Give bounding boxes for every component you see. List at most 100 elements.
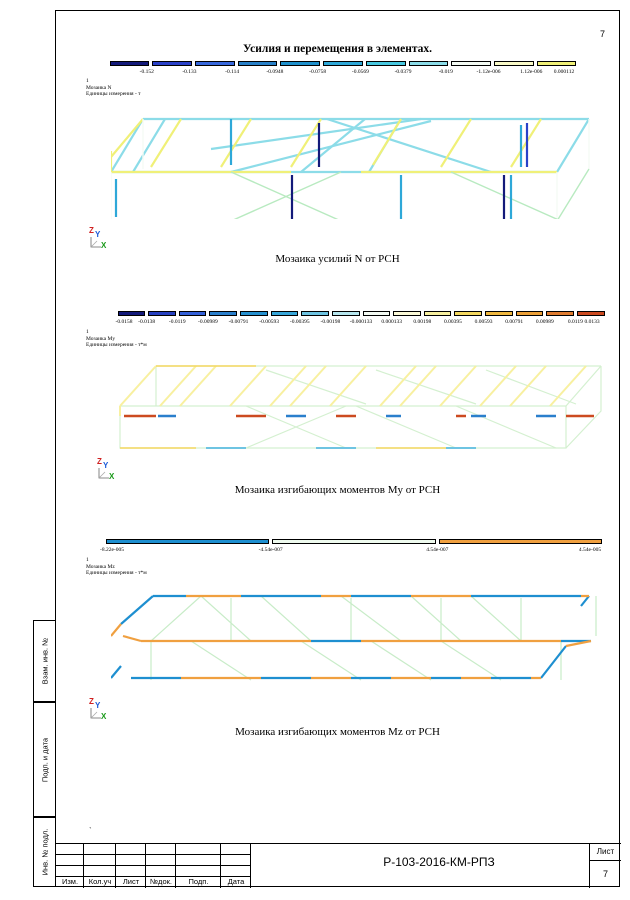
scale-swatch <box>546 311 574 316</box>
stamp-row-line-2 <box>56 865 251 866</box>
scale-swatch <box>117 311 146 316</box>
scale-swatch <box>240 311 268 316</box>
scale-tick-label: -1.12e-006 <box>476 69 501 75</box>
color-scale-my: -0.0158-0.0138-0.0119-0.00989-0.00791-0.… <box>116 311 606 331</box>
stamp-col-data: Дата <box>221 843 251 888</box>
scale-swatch <box>494 61 534 66</box>
scale-tick-label: -0.0379 <box>394 69 412 75</box>
scale-tick-label: -0.133 <box>182 69 197 75</box>
title-block: Изм. Кол.уч Лист №док. Подп. Дата Р-103-… <box>56 843 621 888</box>
scale-swatch <box>576 311 605 316</box>
scale-tick-label: 0.0119 <box>567 319 583 325</box>
scale-swatch <box>280 61 321 66</box>
scale-tick-label: -0.0758 <box>309 69 327 75</box>
color-scale-n: -0.152-0.133-0.114-0.0948-0.0758-0.0569-… <box>108 61 578 81</box>
scale-tick-label: 1.12e-006 <box>520 69 543 75</box>
scale-tick-label: -0.0138 <box>138 319 156 325</box>
stamp-col-izm: Изм. <box>56 843 84 888</box>
side-label-replacement: Взам. инв. № <box>40 637 49 685</box>
scale-swatch <box>194 61 235 66</box>
scale-tick-label: 4.54e-007 <box>426 547 449 553</box>
axis-y-label: Y <box>95 230 101 239</box>
scale-swatch <box>209 311 237 316</box>
axis-z-label: Z <box>89 697 94 706</box>
side-box-replacement: Взам. инв. № <box>33 620 55 702</box>
meta-my-name: Мозаика My <box>86 335 116 342</box>
meta-n-units: Единицы измерения - т <box>86 91 141 97</box>
meta-mz-index: 1 <box>86 557 89 563</box>
axis-x-label: X <box>109 472 115 481</box>
scale-swatch <box>331 311 360 316</box>
stamp-header-podp: Подп. <box>188 877 209 886</box>
meta-n: 1 Мозаика N Единицы измерения - т <box>86 78 141 98</box>
meta-mz-units: Единицы измерения - т*м <box>86 570 147 576</box>
scale-swatch <box>485 311 513 316</box>
meta-my: 1 Мозаика My Единицы измерения - т*м <box>86 329 147 349</box>
scale-swatch <box>365 61 406 66</box>
stamp-header-data: Дата <box>227 877 245 886</box>
axis-y-label: Y <box>103 461 109 470</box>
stamp-row-line-1 <box>56 854 251 855</box>
scale-tick-label: 0.00395 <box>443 319 462 325</box>
scale-tick-label: -0.00593 <box>259 319 279 325</box>
caption-n: Мозаика усилий N от РСН <box>275 253 400 265</box>
meta-mz-name: Мозаика Mz <box>86 563 115 570</box>
drawing-frame: 7 Усилия и перемещения в элементах. -0.1… <box>55 10 621 888</box>
document-code: Р-103-2016-КМ-РПЗ <box>383 855 495 869</box>
stamp-header-list: Лист <box>122 877 140 886</box>
scale-tick-label: 0.00989 <box>535 319 554 325</box>
scale-swatch <box>109 61 150 66</box>
scale-swatch <box>362 311 391 316</box>
mosaic-n-diagram <box>111 117 590 219</box>
scale-tick-label: -0.000133 <box>349 319 373 325</box>
scale-swatch <box>152 61 192 66</box>
scale-swatch <box>423 311 452 316</box>
page-number: 7 <box>599 29 605 39</box>
scale-swatch <box>438 539 603 544</box>
scale-swatch <box>536 61 577 66</box>
side-box-inventory: Инв. № подл. <box>33 817 55 887</box>
scale-swatch <box>148 311 176 316</box>
stamp-top-line <box>56 843 621 844</box>
stamp-col-koluch: Кол.уч <box>84 843 116 888</box>
meta-n-index: 1 <box>86 78 89 84</box>
scale-tick-label: -0.00989 <box>198 319 218 325</box>
axes-arrows-icon <box>90 708 101 719</box>
scale-swatch <box>237 61 278 66</box>
scale-swatch <box>451 61 492 66</box>
axes-icon-n: Z Y X <box>89 226 119 256</box>
meta-my-units: Единицы измерения - т*м <box>86 342 147 348</box>
axes-icon-mz: Z Y X <box>89 697 119 727</box>
scale-tick-label: -0.152 <box>139 69 154 75</box>
side-label-inventory: Инв. № подл. <box>40 828 49 876</box>
scale-tick-label: -0.0569 <box>351 69 369 75</box>
scale-tick-label: -0.114 <box>225 69 240 75</box>
scale-tick-label: -0.019 <box>438 69 453 75</box>
scale-swatch <box>272 539 436 544</box>
scale-swatch <box>178 311 207 316</box>
scale-swatch <box>301 311 329 316</box>
scale-tick-label: -0.00395 <box>289 319 310 325</box>
stamp-header-koluch: Кол.уч <box>88 877 112 886</box>
scale-tick-label: -4.54e-007 <box>258 547 283 553</box>
meta-n-name: Мозаика N <box>86 84 112 91</box>
scale-tick-label: 0.0133 <box>584 319 600 325</box>
axis-x-label: X <box>101 241 107 250</box>
side-box-signature: Подп. и дата <box>33 702 55 817</box>
scale-swatch <box>454 311 482 316</box>
stamp-col-podp: Подп. <box>176 843 221 888</box>
stamp-col-list: Лист <box>116 843 146 888</box>
axes-arrows-icon <box>98 468 109 479</box>
axis-y-label: Y <box>95 701 101 710</box>
stamp-header-izm: Изм. <box>61 877 79 886</box>
scale-tick-label: 0.00791 <box>505 319 524 325</box>
scale-tick-label: -0.00198 <box>320 319 341 325</box>
scale-swatch <box>515 311 544 316</box>
scale-swatch <box>393 311 421 316</box>
caption-mz: Мозаика изгибающих моментов Mz от РСН <box>235 726 440 738</box>
side-label-signature: Подп. и дата <box>40 737 49 782</box>
sheet-label: Лист <box>589 843 621 861</box>
scale-tick-label: -0.0158 <box>115 319 133 325</box>
scale-tick-label: 0.00593 <box>474 319 493 325</box>
